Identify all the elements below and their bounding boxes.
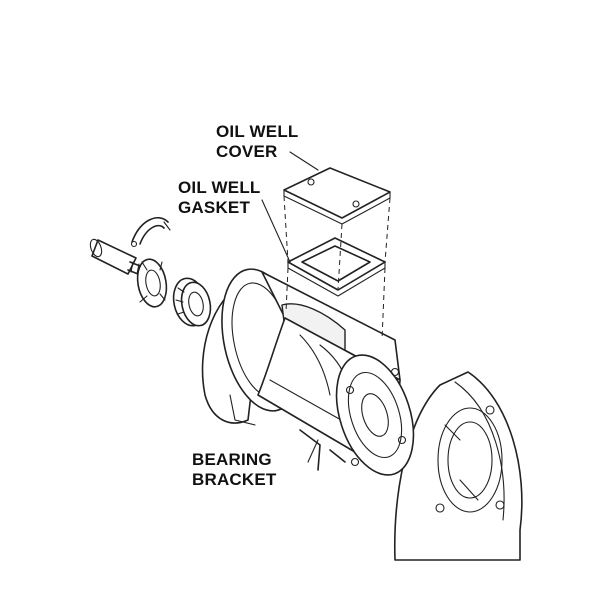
oil-well-cover [283, 167, 391, 225]
oil-well-gasket [287, 237, 386, 297]
oil-well-gasket-label-line2: GASKET [178, 198, 251, 217]
bearing-bracket-label-line2: BRACKET [192, 470, 277, 489]
assembly-guide-lines [283, 195, 391, 341]
oil-well-gasket-label-line1: OIL WELL [178, 178, 261, 197]
motor-flange-plate [393, 371, 523, 561]
oil-well-cover-label-line2: COVER [216, 142, 278, 161]
oil-well-gasket-label: OIL WELL GASKET [178, 178, 261, 218]
bearing-bracket-label-line1: BEARING [192, 450, 272, 469]
bearing [172, 277, 212, 327]
leader-lines [261, 151, 319, 463]
oil-well-cover-label: OIL WELL COVER [216, 122, 299, 162]
lock-washer [136, 258, 168, 308]
bearing-bracket-label: BEARING BRACKET [192, 450, 277, 490]
retaining-clip [130, 217, 171, 248]
oil-well-cover-label-line1: OIL WELL [216, 122, 299, 141]
bearing-bracket [201, 268, 415, 476]
